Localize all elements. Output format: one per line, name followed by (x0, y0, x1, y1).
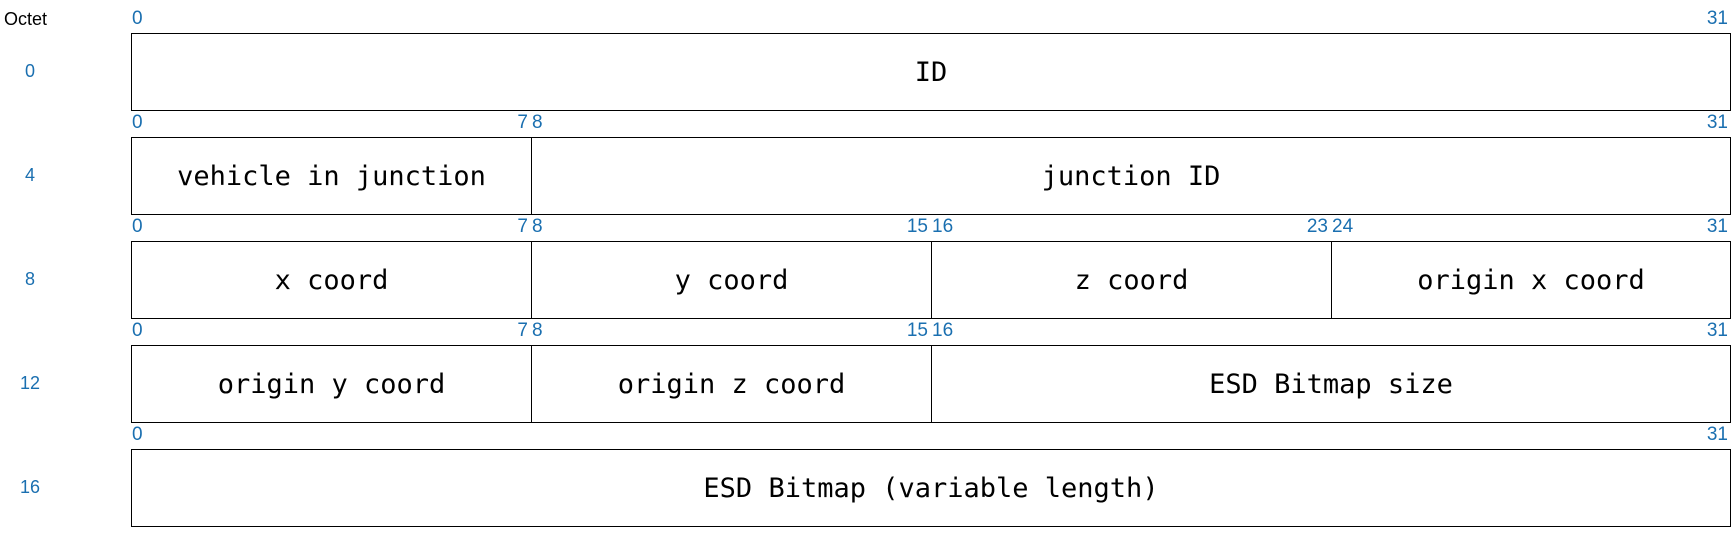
field-box: x coord (131, 241, 532, 319)
bit-end-label: 7 (517, 320, 528, 341)
bit-start-label: 0 (132, 112, 143, 133)
octet-number: 4 (24, 165, 35, 185)
bit-start-label: 0 (132, 8, 143, 29)
octet-number: 8 (24, 269, 35, 289)
bit-end-label: 7 (517, 112, 528, 133)
field-box: y coord (531, 241, 932, 319)
field-box: junction ID (531, 137, 1731, 215)
bit-end-label: 31 (1706, 112, 1728, 133)
bit-start-label: 0 (132, 216, 143, 237)
bit-end-label: 23 (1306, 216, 1328, 237)
field-box: ESD Bitmap size (931, 345, 1731, 423)
bit-end-label: 31 (1706, 424, 1728, 445)
octet-number: 16 (19, 477, 41, 497)
bit-end-label: 7 (517, 216, 528, 237)
field-box: ESD Bitmap (variable length) (131, 449, 1731, 527)
bit-end-label: 15 (906, 320, 928, 341)
bit-start-label: 8 (532, 320, 543, 341)
field-box: origin z coord (531, 345, 932, 423)
bit-start-label: 16 (932, 216, 954, 237)
bit-start-label: 16 (932, 320, 954, 341)
field-box: ID (131, 33, 1731, 111)
field-box: origin y coord (131, 345, 532, 423)
field-box: origin x coord (1331, 241, 1731, 319)
bit-start-label: 0 (132, 320, 143, 341)
field-box: vehicle in junction (131, 137, 532, 215)
bit-start-label: 8 (532, 112, 543, 133)
bit-end-label: 31 (1706, 8, 1728, 29)
field-box: z coord (931, 241, 1332, 319)
octet-column-header: Octet (4, 9, 48, 29)
bit-end-label: 15 (906, 216, 928, 237)
bit-start-label: 8 (532, 216, 543, 237)
bit-start-label: 24 (1332, 216, 1354, 237)
bit-start-label: 0 (132, 424, 143, 445)
octet-number: 12 (19, 373, 41, 393)
bit-end-label: 31 (1706, 216, 1728, 237)
bit-end-label: 31 (1706, 320, 1728, 341)
octet-number: 0 (24, 61, 35, 81)
